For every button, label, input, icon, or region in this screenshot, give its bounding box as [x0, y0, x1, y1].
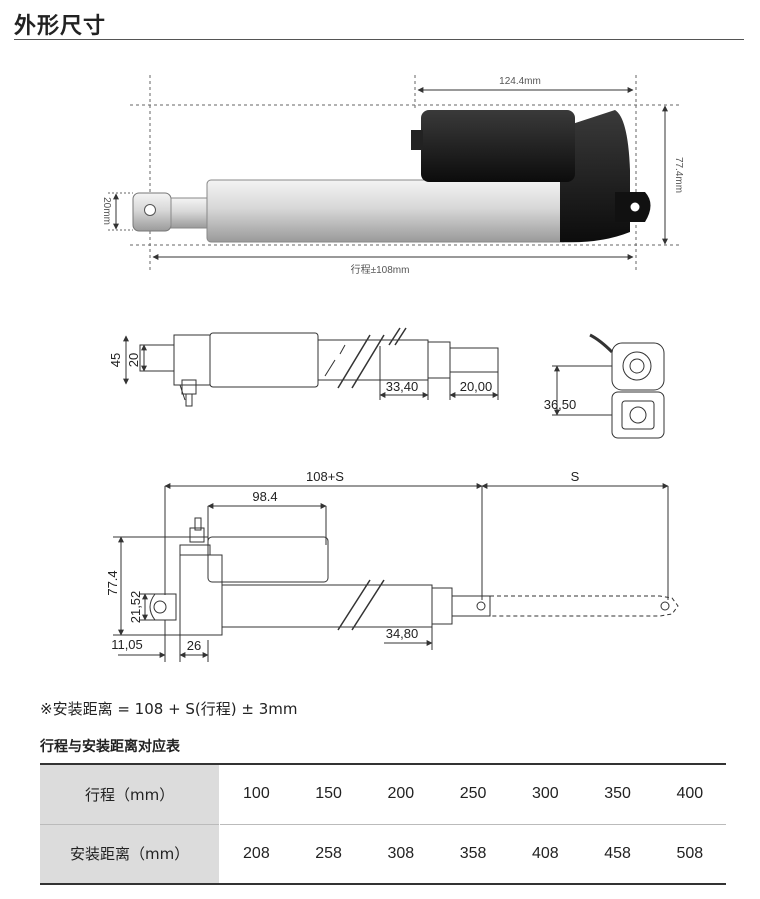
row-label: 安装距离（mm） — [40, 824, 221, 884]
dim-77-4: 77.4 — [105, 570, 120, 595]
dim-height: 77.4mm — [673, 157, 684, 193]
table-cell: 208 — [243, 844, 270, 862]
dim-34-80: 34,80 — [386, 626, 419, 641]
dim-s: S — [571, 469, 580, 484]
dim-11-05: 11,05 — [111, 637, 143, 652]
dashed-bounds — [130, 75, 680, 270]
dim-20-00: 20,00 — [460, 379, 493, 394]
dim-21-52: 21,52 — [128, 591, 143, 624]
page-title: 外形尺寸 — [14, 14, 107, 39]
rod-eye — [144, 204, 156, 216]
table-row: 行程（mm） 100 150 200 250 300 350 400 — [40, 764, 726, 824]
table-cell: 258 — [315, 844, 342, 862]
dim-rod: 20mm — [101, 197, 112, 225]
dim-33-40: 33,40 — [386, 379, 419, 394]
table-cell: 458 — [604, 844, 631, 862]
install-distance-note: ※安装距离 = 108 + S(行程) ± 3mm — [40, 700, 298, 718]
dim-98-4: 98.4 — [252, 489, 277, 504]
table-cell: 408 — [531, 844, 559, 862]
table-cell: 350 — [604, 785, 631, 803]
table-cell: 300 — [531, 785, 559, 803]
dim-26: 26 — [187, 638, 201, 653]
table-cell: 150 — [315, 785, 342, 803]
dim-length: 124.4mm — [499, 76, 541, 87]
outer-tube — [206, 179, 568, 243]
end-view-drawing — [552, 333, 665, 439]
table-cell: 200 — [387, 785, 415, 803]
dim-108-s: 108+S — [306, 469, 344, 484]
stroke-distance-table: 行程（mm） 100 150 200 250 300 350 400 安装距离（… — [40, 763, 726, 885]
table-heading: 行程与安装距离对应表 — [40, 739, 180, 755]
row-label: 行程（mm） — [40, 764, 221, 824]
motor — [421, 110, 575, 182]
table-cell: 400 — [676, 785, 704, 803]
table-cell: 250 — [459, 785, 487, 803]
table-cell: 358 — [459, 844, 487, 862]
inner-rod — [170, 197, 208, 229]
table-cell: 100 — [243, 785, 270, 803]
dim-20: 20 — [126, 353, 141, 367]
actuator-photo-view: 124.4mm 77.4mm 20mm 行程±108mm — [101, 75, 684, 276]
table-cell: 508 — [676, 844, 704, 862]
table-cell: 308 — [387, 844, 415, 862]
technical-drawing: 124.4mm 77.4mm 20mm 行程±108mm — [101, 75, 684, 662]
side-view-drawing — [123, 327, 499, 407]
motor-plug — [411, 130, 423, 150]
dim-45: 45 — [108, 353, 123, 367]
table-row: 安装距离（mm） 208 258 308 358 408 458 508 — [40, 824, 726, 884]
install-distance-drawing — [113, 483, 679, 662]
title-divider — [14, 39, 744, 40]
dim-stroke: 行程±108mm — [351, 263, 410, 276]
dim-36-50: 36,50 — [544, 397, 577, 412]
gearbox — [560, 110, 630, 243]
